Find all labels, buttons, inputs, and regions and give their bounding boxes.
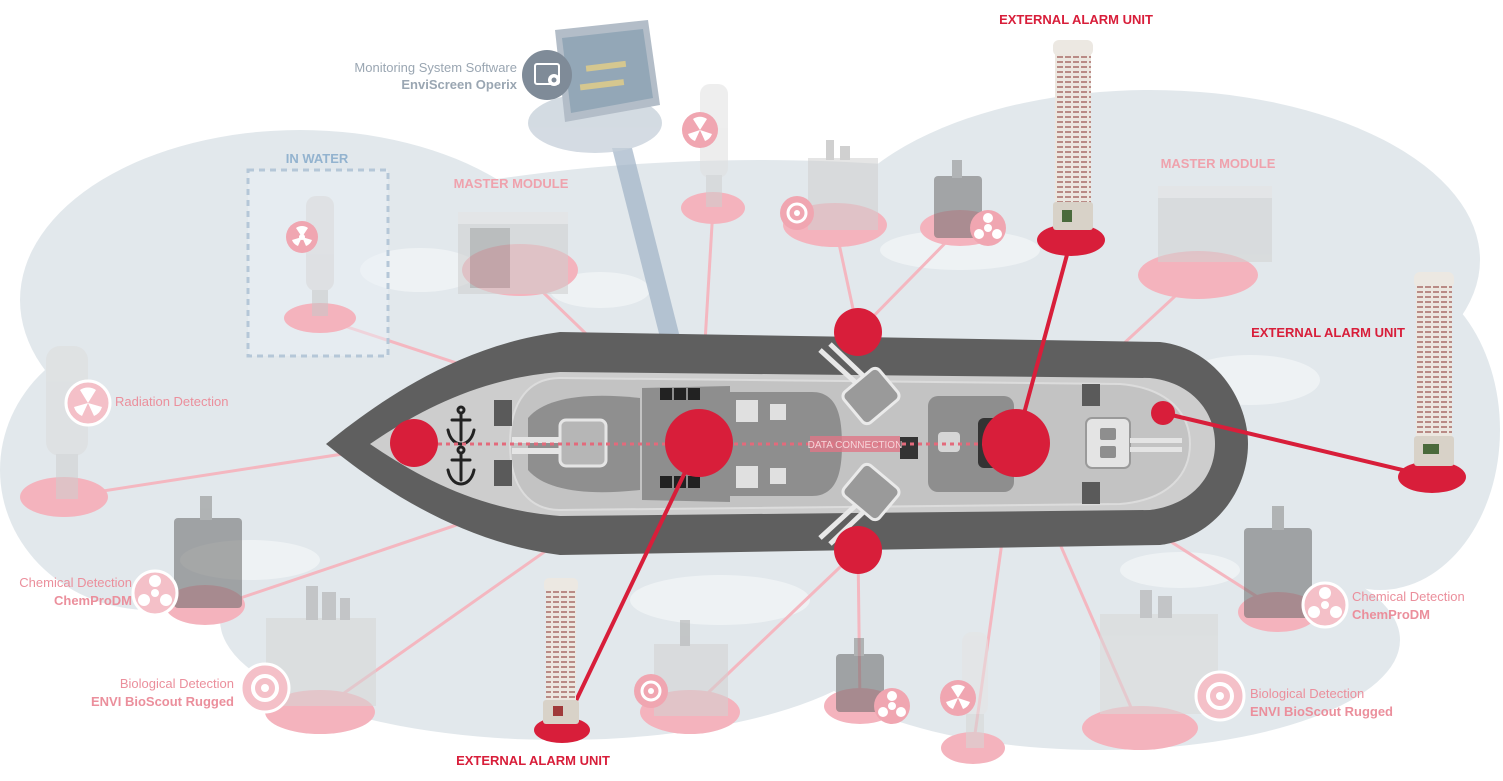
data-connection-band xyxy=(810,436,900,452)
biohazard-icon xyxy=(634,674,668,708)
radiation-detection-label: Radiation Detection xyxy=(115,394,228,409)
biohazard-icon xyxy=(780,196,814,230)
launcher-bottom xyxy=(841,462,901,522)
anchor-icon xyxy=(446,405,476,446)
chemical-right-line1: Chemical Detection xyxy=(1352,589,1465,604)
biohazard-icon xyxy=(1194,670,1246,722)
radiation-icon xyxy=(940,680,976,716)
chemical-left-line2: ChemProDM xyxy=(54,593,132,608)
external-alarm-unit-top xyxy=(1053,40,1093,230)
aft-hub-node xyxy=(982,409,1050,477)
radiation-icon xyxy=(64,379,112,427)
radiation-icon xyxy=(682,112,718,148)
bottom-node xyxy=(834,526,882,574)
external-alarm-label-bottom: EXTERNAL ALARM UNIT xyxy=(456,753,610,768)
biological-left-line1: Biological Detection xyxy=(120,676,234,691)
chemical-icon xyxy=(874,688,910,724)
external-alarm-unit-right xyxy=(1414,272,1454,466)
launcher-top xyxy=(841,366,901,426)
software-label-line1: Monitoring System Software xyxy=(354,60,517,75)
top-node xyxy=(834,308,882,356)
in-water-label: IN WATER xyxy=(286,151,349,166)
biological-right-line1: Biological Detection xyxy=(1250,686,1364,701)
data-connection-label: DATA CONNECTION xyxy=(808,440,903,451)
bow-node xyxy=(390,419,438,467)
anchor-icon xyxy=(446,445,476,486)
external-alarm-unit-bottom xyxy=(543,578,579,724)
alarm-links xyxy=(560,239,1433,731)
biological-right-line2: ENVI BioScout Rugged xyxy=(1250,704,1393,719)
chemical-icon xyxy=(970,210,1006,246)
chemical-icon xyxy=(1301,581,1349,629)
software-monitor xyxy=(528,20,662,153)
external-alarm-label-top: EXTERNAL ALARM UNIT xyxy=(999,12,1153,27)
sea-texture xyxy=(180,230,1320,625)
master-hub-node xyxy=(665,409,733,477)
faded-devices xyxy=(46,84,1312,748)
chemical-right-line2: ChemProDM xyxy=(1352,607,1430,622)
software-label-line2: EnviScreen Operix xyxy=(401,77,517,92)
biological-left-line2: ENVI BioScout Rugged xyxy=(91,694,234,709)
master-module-label-right: MASTER MODULE xyxy=(1161,156,1276,171)
biohazard-icon xyxy=(239,662,291,714)
chemical-left-line1: Chemical Detection xyxy=(19,575,132,590)
hub-nodes xyxy=(390,308,1175,574)
external-alarm-label-right: EXTERNAL ALARM UNIT xyxy=(1251,325,1405,340)
software-gear-icon xyxy=(522,50,572,100)
stern-turret xyxy=(1085,417,1131,469)
stern-node xyxy=(1151,401,1175,425)
chemical-icon xyxy=(131,569,179,617)
master-module-label-left: MASTER MODULE xyxy=(454,176,569,191)
radiation-icon xyxy=(286,221,318,253)
